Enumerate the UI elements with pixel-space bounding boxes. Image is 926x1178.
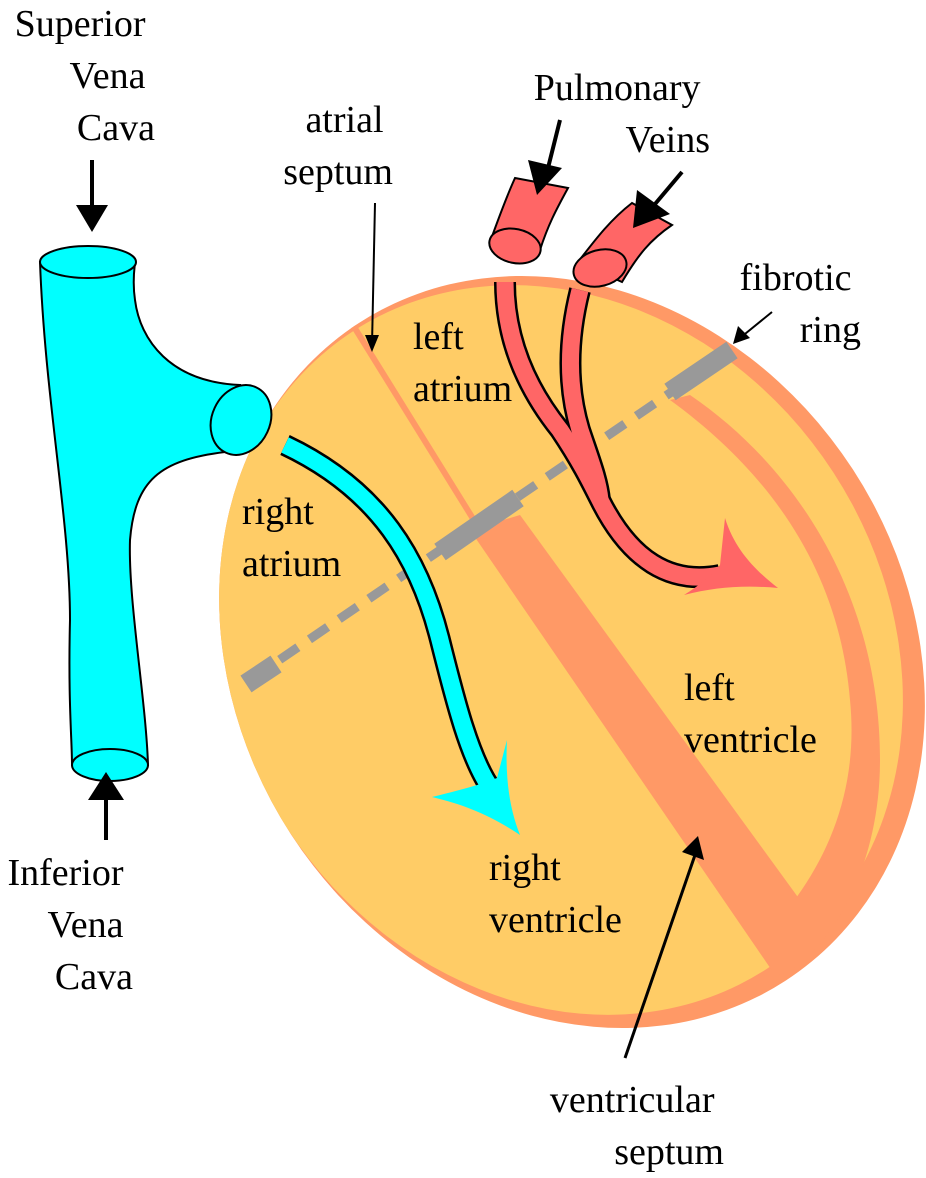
label-ventricular-septum: ventricular septum: [550, 1079, 724, 1173]
vena-cava: [38, 245, 273, 782]
label-superior-vena-cava: Superior Vena Cava: [15, 3, 156, 149]
fibrotic-ring: [240, 341, 738, 693]
label-right-ventricle: right ventricle: [489, 847, 622, 941]
ventricular-septum: [470, 515, 800, 975]
arterial-flow-arrow: [494, 281, 778, 595]
atrial-septum-arrow: [371, 202, 376, 346]
annotation-arrows: [76, 119, 773, 1059]
atrial-septum: [327, 286, 483, 532]
label-atrial-septum: atrial septum: [283, 99, 393, 193]
label-left-atrium: left atrium: [413, 316, 512, 410]
venous-flow-arrow: [280, 435, 520, 835]
label-left-ventricle: left ventricle: [684, 667, 817, 761]
label-fibrotic-ring: fibrotic ring: [740, 257, 861, 351]
pulmonary-veins: [488, 176, 674, 288]
label-pulmonary-veins: Pulmonary Veins: [534, 67, 710, 161]
label-inferior-vena-cava: Inferior Vena Cava: [7, 852, 133, 998]
ventricular-septum-arrow: [623, 854, 697, 1059]
label-right-atrium: right atrium: [242, 491, 341, 585]
